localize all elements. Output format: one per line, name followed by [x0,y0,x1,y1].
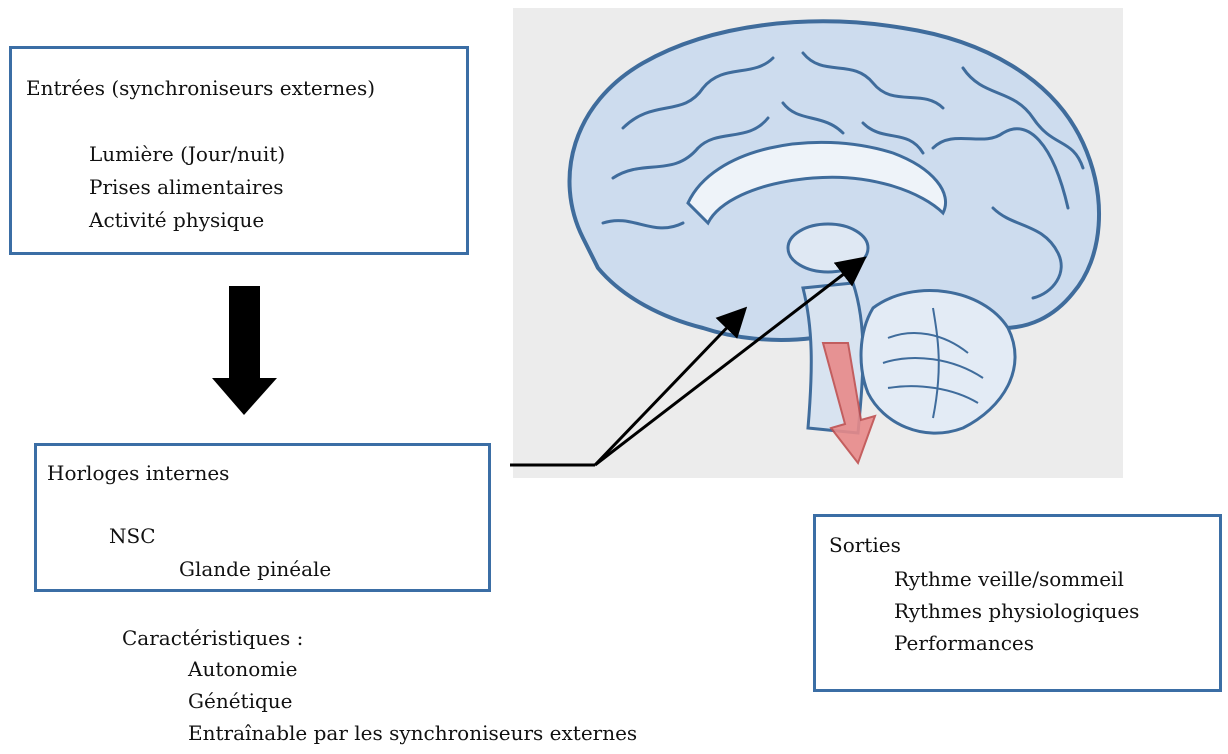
connector-lines [510,260,862,465]
down-arrow-icon [212,286,277,415]
